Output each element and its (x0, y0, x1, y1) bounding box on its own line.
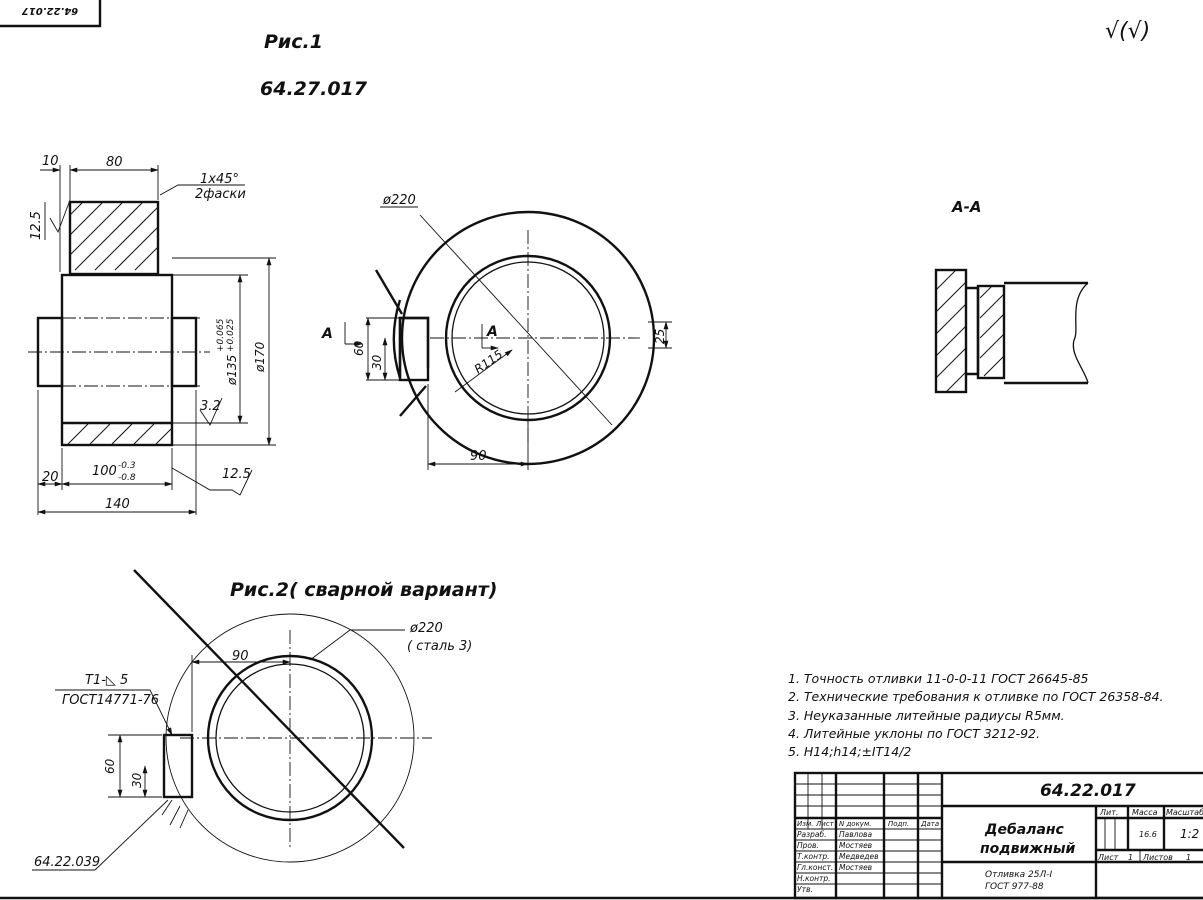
tb-name-2: подвижный (980, 841, 1076, 857)
note-4: 4. Литейные уклоны по ГОСТ 3212-92. (788, 726, 1040, 741)
dim-170: ø170 (253, 341, 267, 373)
roughness-mark-text: √(√) (1105, 19, 1150, 44)
fig2-weld-symbol: T1-◺ 5 (85, 673, 128, 688)
tb-sheet: Лист (1097, 853, 1119, 862)
hdr-izm: Изм. (797, 820, 813, 828)
front-dim-30: 30 (370, 354, 384, 370)
dim-100: 100 (92, 464, 117, 479)
title-block: Изм. Лист N докум. Подп. Дата Разраб. Па… (793, 771, 1203, 900)
corner-stamp-text: 64.22.017 (22, 5, 78, 16)
front-dim-r115: R115 (472, 347, 506, 376)
front-dim-220: ø220 (382, 193, 416, 208)
name-2: Медведев (839, 852, 879, 861)
fig1-front-view: ø220 A A 60 30 R115 25 90 (321, 193, 672, 470)
top-hatch-block (68, 200, 160, 276)
hdr-list: Лист (815, 820, 835, 828)
fig1-side-section: 10 80 1x45° 2фаски 12.5 ø135 +0.065 +0.0… (28, 154, 276, 515)
dim-80: 80 (106, 155, 123, 170)
hdr-data: Дата (920, 820, 939, 828)
front-dim-90: 90 (470, 449, 487, 464)
hdr-ndoc: N докум. (839, 820, 871, 828)
dim-20: 20 (42, 470, 59, 485)
bottom-hatch-strip (67, 423, 173, 445)
note-5: 5. H14;h14;±IT14/2 (788, 744, 911, 759)
tb-col-scale: Масштаб (1166, 808, 1203, 817)
role-3: Гл.конст. (797, 863, 833, 872)
tol-135-lo: +0.025 (226, 318, 236, 352)
note-2: 2. Технические требования к отливке по Г… (788, 689, 1164, 704)
name-1: Мостяев (839, 841, 872, 850)
tb-name-1: Дебаланс (984, 822, 1065, 838)
fig2-weld-gost: ГОСТ14771-76 (62, 693, 159, 708)
fig2-part-number: 64.22.039 (34, 855, 100, 870)
dim-135-value: ø135 (225, 355, 239, 386)
tb-col-lit: Лит. (1099, 808, 1118, 817)
name-0: Павлова (839, 830, 872, 839)
section-label: A-A (951, 198, 981, 216)
dim-10: 10 (42, 154, 59, 169)
fig2-material: ( сталь 3) (407, 639, 472, 654)
fig1-title: Рис.1 (264, 31, 323, 53)
fig2-dim-60: 60 (103, 758, 117, 774)
tb-col-mass: Масса (1132, 808, 1158, 817)
roughness-3-2: 3.2 (200, 399, 221, 414)
fig2-dim-30: 30 (130, 772, 144, 788)
tb-material-2: ГОСТ 977-88 (985, 882, 1044, 892)
note-3: 3. Неуказанные литейные радиусы R5мм. (788, 708, 1065, 723)
front-dim-25: 25 (653, 329, 667, 344)
fig2-welded-view: Рис.2( сварной вариант) ø220 ( сталь 3) … (32, 569, 497, 871)
roughness-12-5-bottom: 12.5 (222, 467, 251, 482)
dim-135: ø135 (225, 355, 239, 386)
name-3: Мостяев (839, 863, 872, 872)
fig1-code: 64.27.017 (260, 78, 368, 100)
role-5: Утв. (797, 885, 813, 894)
tol-135-up: +0.065 (216, 318, 226, 352)
tb-scale: 1:2 (1180, 827, 1199, 841)
chamfer-count: 2фаски (195, 187, 246, 202)
technical-notes: 1. Точность отливки 11-0-0-11 ГОСТ 26645… (788, 671, 1164, 759)
tol-100-lo: -0.8 (118, 473, 136, 483)
fig2-dim-90: 90 (232, 649, 249, 664)
chamfer-label: 1x45° (200, 172, 239, 187)
role-1: Пров. (797, 841, 819, 850)
tb-sheets: Листов (1142, 853, 1173, 862)
hdr-podp: Подп. (888, 820, 909, 828)
fig2-dim-220: ø220 (409, 621, 443, 636)
section-a-a: A-A (934, 198, 1089, 394)
tb-sheets-no: 1 (1186, 853, 1191, 862)
tb-sheet-no: 1 (1128, 853, 1133, 862)
role-4: Н.контр. (797, 874, 831, 883)
role-0: Разраб. (797, 830, 826, 839)
cut-label-a-right: A (486, 324, 498, 340)
note-1: 1. Точность отливки 11-0-0-11 ГОСТ 26645… (788, 671, 1089, 686)
cut-label-a-left: A (321, 326, 333, 342)
tb-doc-code: 64.22.017 (1040, 781, 1136, 801)
front-dim-60: 60 (352, 340, 366, 356)
fig2-title: Рис.2( сварной вариант) (230, 579, 497, 601)
tb-mass: 16.6 (1139, 830, 1157, 839)
corner-stamp: 64.22.017 (0, 0, 102, 28)
roughness-symbol: √(√) (1105, 19, 1150, 44)
tol-100-up: -0.3 (118, 461, 136, 471)
dim-140: 140 (105, 497, 130, 512)
roughness-12-5-top: 12.5 (29, 211, 44, 240)
role-2: Т.контр. (797, 852, 830, 861)
tb-material-1: Отливка 25Л-I (985, 870, 1053, 880)
